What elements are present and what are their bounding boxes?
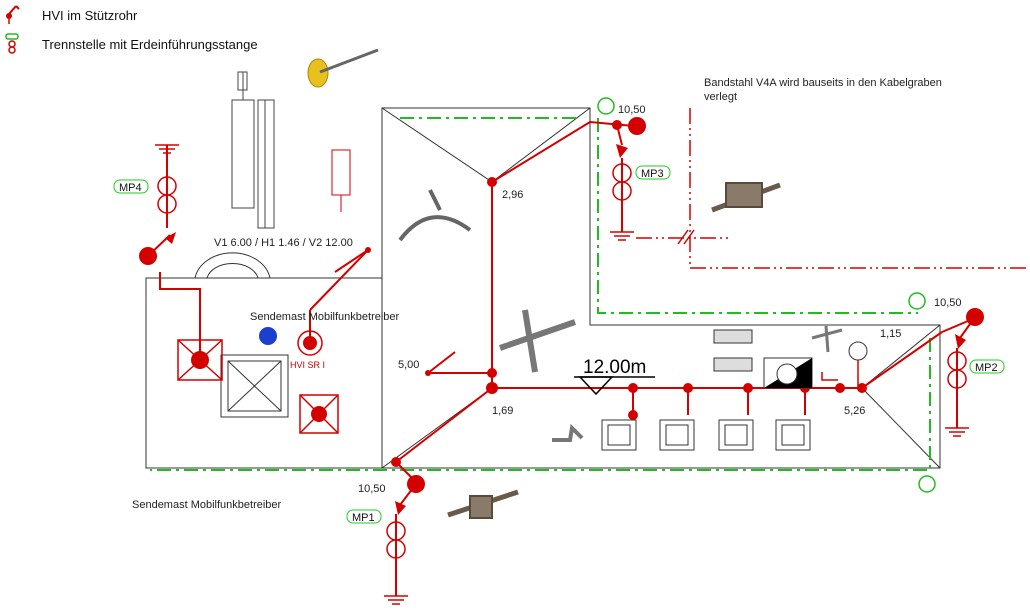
mp2-test-joint-lower (947, 369, 967, 389)
down-conductors (159, 121, 976, 485)
conductor-junctions (365, 120, 867, 467)
mp2-label: MP2 (969, 359, 1005, 374)
hvi-sr-mast: HVI SR I (290, 330, 325, 370)
bandstahl-note-line1: Bandstahl V4A wird bauseits in den Kabel… (704, 77, 942, 89)
mp4-label: MP4 (113, 179, 149, 194)
hatched-elements (713, 329, 753, 372)
mp4-test-joint-lower (157, 194, 177, 214)
hvi-support-tube-icon (6, 5, 20, 24)
height-label-296: 2,96 (502, 189, 523, 201)
mp3-label: MP3 (635, 165, 671, 180)
height-label-115: 1,15 (880, 328, 901, 340)
mast-marker (259, 327, 277, 345)
connector-small-photo (811, 325, 843, 353)
height-label-1050-right: 10,50 (934, 297, 962, 309)
mast-label-inside: Sendemast Mobilfunkbetreiber (250, 311, 400, 323)
clamp-photo-1 (398, 189, 472, 242)
mp1-label: MP1 (346, 509, 382, 524)
bracket-photo (552, 423, 584, 442)
bandstahl-note-line2: verlegt (704, 91, 737, 103)
cross-connector-photo (499, 309, 576, 373)
separation-point-icon (5, 33, 19, 54)
mp3-test-joint-lower (612, 181, 632, 201)
svg-text:MP2: MP2 (975, 362, 998, 374)
height-label-1050-bottom: 10,50 (358, 483, 386, 495)
air-terminal-round (848, 341, 868, 361)
earth-entry-right (908, 292, 926, 310)
earth-entry-bottom (918, 475, 936, 493)
roof-hatch (220, 354, 289, 418)
chimney (763, 357, 813, 389)
height-label-169: 1,69 (492, 405, 513, 417)
mp1-test-joint-lower (386, 539, 406, 559)
svg-text:MP3: MP3 (641, 168, 664, 180)
tensioning-rod-photo (307, 48, 379, 88)
dimension-triangle (574, 376, 655, 396)
earth-entry-top (597, 97, 615, 115)
height-label-500: 5,00 (398, 359, 419, 371)
hvi-mast-points (139, 117, 984, 493)
bandstahl-cable-trench (636, 108, 1030, 269)
svg-text:MP4: MP4 (119, 182, 142, 194)
earth-symbol-mp3 (610, 231, 634, 241)
height-label-1050-top: 10,50 (618, 104, 646, 116)
svg-text:MP1: MP1 (352, 512, 375, 524)
bus-clamp-photo (447, 489, 519, 519)
support-drawing (231, 71, 275, 229)
rail-clamp-photo (711, 182, 781, 213)
earth-symbol-mp4 (155, 144, 179, 154)
legend-label-hvi: HVI im Stützrohr (42, 8, 138, 23)
roof-vents (601, 419, 811, 451)
hvi-sr-label: HVI SR I (290, 360, 325, 370)
earth-symbol-mp2 (945, 427, 969, 437)
ring-earth-conductor (150, 117, 931, 471)
mast-label-outside: Sendemast Mobilfunkbetreiber (132, 499, 282, 511)
anchor-photo (331, 149, 351, 212)
legend-label-separation: Trennstelle mit Erdeinführungsstange (42, 37, 258, 52)
height-label-526: 5,26 (844, 405, 865, 417)
height-spec-label: V1 6.00 / H1 1.46 / V2 12.00 (214, 237, 353, 249)
legend: HVI im Stützrohr Trennstelle mit Erdeinf… (5, 5, 258, 54)
earth-symbol-mp1 (384, 595, 408, 605)
dimension-label: 12.00m (583, 357, 646, 378)
